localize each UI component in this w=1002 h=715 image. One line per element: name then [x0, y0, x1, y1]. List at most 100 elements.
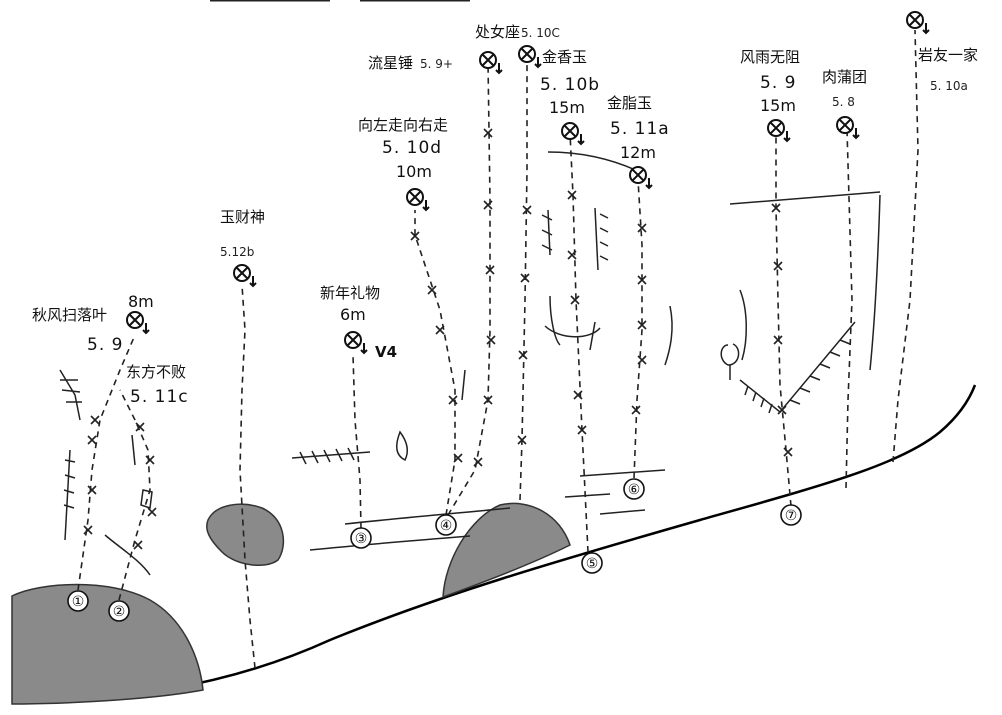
sector-marker-5: ⑤: [581, 552, 603, 574]
route-name-xiangzuo: 向左走向右走: [358, 116, 448, 134]
route-grade-liuxing: 5. 9+: [420, 57, 453, 71]
route-grade-yucaishen: 5.12b: [220, 245, 254, 259]
ledge: [579, 469, 666, 477]
bolt-marker: [637, 223, 647, 233]
anchor-icon: [767, 119, 791, 143]
bolt-marker: [90, 415, 100, 425]
route-length-jinzhi: 12m: [620, 143, 656, 162]
svg-text:①: ①: [72, 594, 85, 610]
bolt-marker: [435, 325, 445, 335]
anchor-icon: [906, 11, 930, 35]
ledge: [544, 325, 601, 338]
bolt-marker: [410, 231, 420, 241]
bolt-marker: [637, 320, 647, 330]
bolt-marker: [567, 250, 577, 260]
bolt-marker: [87, 485, 97, 495]
anchor-icon: [406, 188, 430, 212]
bolt-marker: [453, 453, 463, 463]
route-name-jinzhi: 金脂玉: [607, 94, 652, 112]
ledge: [599, 509, 646, 515]
bolt-marker: [483, 395, 493, 405]
route-line-liuxing: [447, 61, 491, 516]
anchor-icon: [836, 116, 860, 140]
bolt-marker: [577, 425, 587, 435]
route-line-jinzhi: [633, 179, 643, 479]
route-length-jinxiang: 15m: [549, 98, 585, 117]
ledge: [344, 507, 511, 525]
route-grade-yanyou: 5. 10a: [930, 79, 968, 93]
sector-marker-1: ①: [67, 590, 89, 612]
route-badge-xinnian: V4: [375, 343, 397, 361]
route-line-dongfang: [118, 389, 151, 601]
route-name-yucaishen: 玉财神: [220, 208, 265, 226]
route-grade-chunv: 5. 10C: [521, 26, 560, 40]
route-name-fengyu: 风雨无阻: [740, 48, 800, 66]
route-name-roupu: 肉蒲团: [822, 68, 867, 86]
bolt-marker: [518, 350, 528, 360]
route-name-yanyou: 岩友一家: [918, 46, 978, 64]
bolt-marker: [87, 435, 97, 445]
sector-marker-6: ⑥: [623, 478, 645, 500]
route-name-dongfang: 东方不败: [126, 363, 186, 381]
bolt-marker: [517, 435, 527, 445]
svg-text:⑥: ⑥: [628, 482, 641, 498]
bolt-marker: [773, 261, 783, 271]
route-length-xinnian: 6m: [340, 305, 366, 324]
route-line-roupu: [845, 129, 853, 489]
bolt-marker: [771, 203, 781, 213]
bolt-marker: [567, 190, 577, 200]
bolt-marker: [147, 507, 157, 517]
bolt-marker: [631, 405, 641, 415]
sector-marker-3: ③: [350, 527, 372, 549]
route-grade-dongfang: 5. 11c: [130, 387, 189, 407]
route-grade-roupu: 5. 8: [832, 95, 855, 109]
route-grade-qiufeng: 5. 9: [87, 335, 123, 355]
route-line-yanyou: [892, 29, 919, 463]
boulder-mid-left: [206, 503, 285, 567]
bolt-marker: [133, 540, 143, 550]
anchor-icon: [479, 51, 503, 75]
bolt-marker: [520, 273, 530, 283]
route-name-jinxiang: 金香玉: [542, 48, 587, 66]
boulder-center: [442, 502, 571, 599]
ledge: [729, 191, 881, 205]
sector-marker-2: ②: [108, 600, 130, 622]
bolt-marker: [145, 455, 155, 465]
route-grade-jinxiang: 5. 10b: [540, 75, 600, 95]
boulder-left: [11, 583, 204, 705]
sector-marker-7: ⑦: [780, 504, 802, 526]
svg-text:④: ④: [440, 518, 453, 534]
route-line-xinnian: [352, 354, 362, 529]
anchor-icon: [126, 311, 150, 335]
bolt-marker: [777, 405, 787, 415]
route-line-jinxiang: [569, 132, 589, 553]
bolt-marker: [483, 200, 493, 210]
bolt-marker: [135, 422, 145, 432]
bolt-marker: [573, 390, 583, 400]
anchor-icon: [561, 122, 585, 146]
feature-sketches: [59, 194, 881, 576]
bolt-marker: [637, 275, 647, 285]
bolt-marker: [783, 447, 793, 457]
route-line-chunv: [519, 55, 528, 501]
ground-line: [29, 384, 977, 705]
route-grade-xiangzuo: 5. 10d: [382, 138, 442, 158]
svg-text:⑦: ⑦: [785, 508, 798, 524]
sector-marker-4: ④: [435, 514, 457, 536]
bolt-marker: [483, 128, 493, 138]
route-length-xiangzuo: 10m: [396, 162, 432, 181]
anchor-icon: [518, 45, 542, 69]
bolt-marker: [522, 205, 532, 215]
route-line-xiangzuo: [414, 210, 456, 516]
ledge: [564, 493, 611, 498]
bolt-marker: [570, 295, 580, 305]
route-name-liuxing: 流星锤: [368, 54, 413, 72]
route-length-qiufeng: 8m: [128, 292, 154, 311]
bolt-marker: [486, 335, 496, 345]
bolt-marker: [83, 525, 93, 535]
route-name-qiufeng: 秋风扫落叶: [32, 306, 107, 324]
svg-text:②: ②: [113, 604, 126, 620]
anchor-icon: [344, 331, 368, 355]
anchor-icon: [233, 264, 257, 288]
